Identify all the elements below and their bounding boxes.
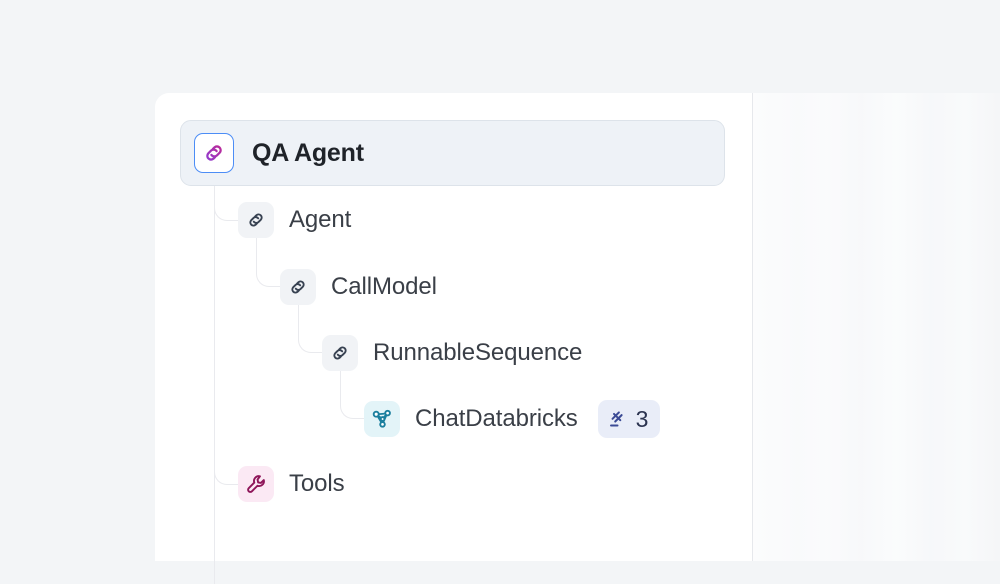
chain-link-icon (194, 133, 234, 173)
wrench-icon (238, 466, 274, 502)
tree-node-root-label: QA Agent (252, 138, 364, 167)
tree-stub-agent (256, 238, 258, 260)
tree-node-label: Tools (289, 470, 345, 497)
tree-node-label: ChatDatabricks (415, 405, 578, 432)
tree-node-chatdatabricks[interactable]: ChatDatabricks 3 (364, 399, 661, 439)
panel-divider (752, 93, 753, 561)
tree-node-agent[interactable]: Agent (238, 200, 351, 240)
chain-link-icon (280, 269, 316, 305)
tree-elbow-chatdatabricks (340, 392, 365, 419)
tree-node-runnablesequence[interactable]: RunnableSequence (322, 333, 582, 373)
tree-elbow-runnablesequence (298, 326, 323, 353)
tree-elbow-tools (214, 457, 239, 485)
span-tree: QA Agent Agent CallModel (155, 93, 753, 584)
tree-node-callmodel[interactable]: CallModel (280, 267, 437, 307)
tree-elbow-callmodel (256, 260, 281, 287)
chain-link-icon (238, 202, 274, 238)
tree-node-label: RunnableSequence (373, 339, 583, 366)
gavel-icon (607, 409, 628, 430)
tool-call-count-badge[interactable]: 3 (597, 400, 661, 438)
right-panel (753, 93, 1000, 561)
graph-nodes-icon (364, 401, 400, 437)
tree-node-label: Agent (289, 206, 352, 233)
tree-node-label: CallModel (331, 273, 437, 300)
tree-node-tools[interactable]: Tools (238, 464, 345, 504)
tree-node-root[interactable]: QA Agent (180, 120, 725, 186)
tree-rail-root (214, 186, 216, 584)
tree-stub-callmodel (298, 305, 300, 326)
chain-link-icon (322, 335, 358, 371)
trace-tree-screen: QA Agent Agent CallModel (155, 93, 1000, 584)
badge-count: 3 (635, 405, 649, 432)
tree-elbow-agent (214, 193, 239, 221)
tree-stub-runnablesequence (340, 371, 342, 392)
